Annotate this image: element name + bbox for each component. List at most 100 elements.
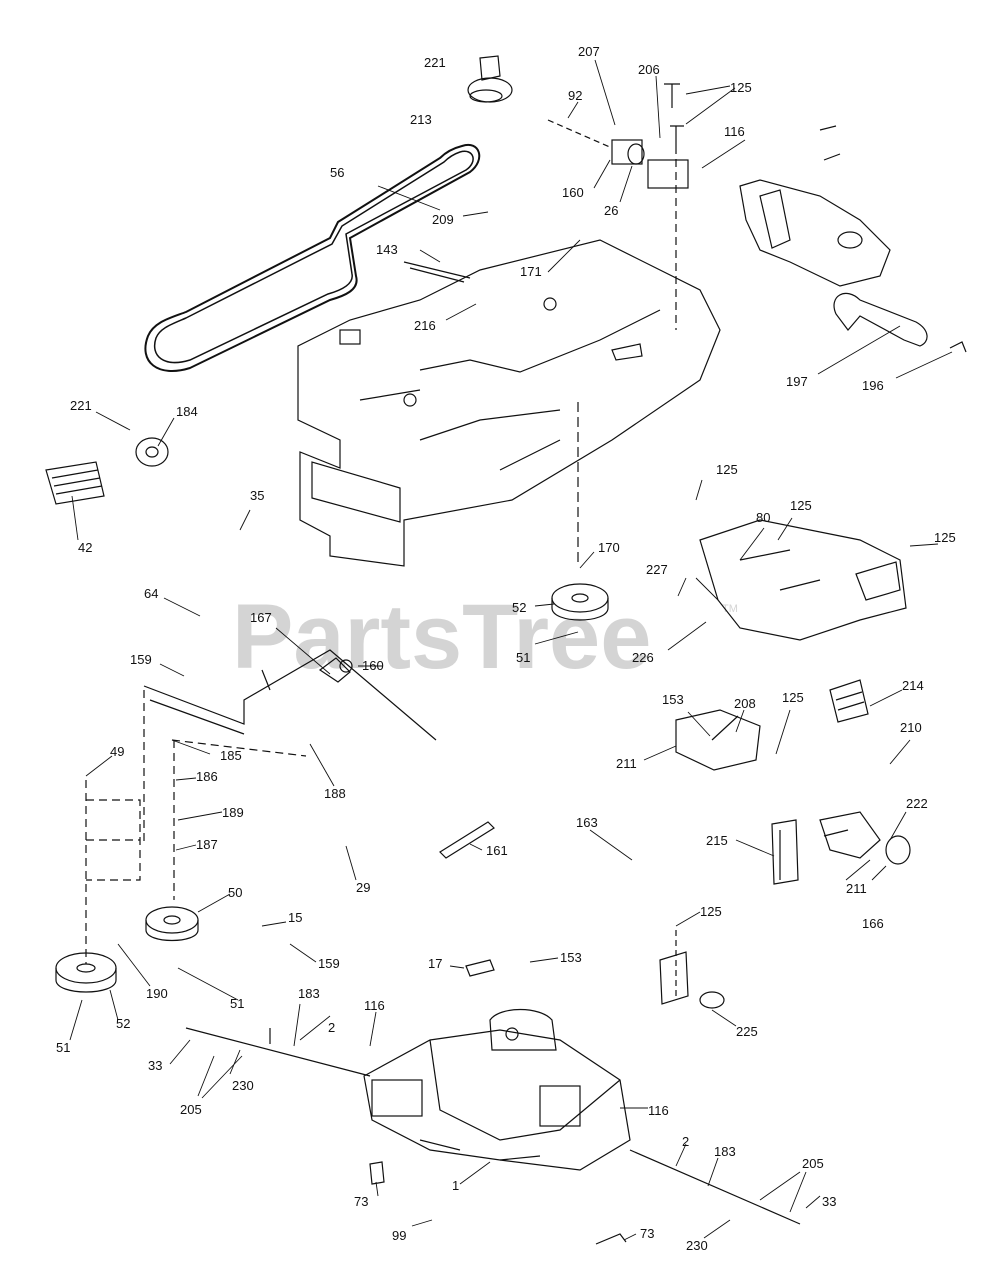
pulley-lower [55, 952, 117, 993]
callout: 167 [250, 610, 272, 625]
callout: 221 [70, 398, 92, 413]
callout: 190 [146, 986, 168, 1001]
callout: 153 [662, 692, 684, 707]
axle-right [629, 1149, 801, 1225]
callout: 116 [648, 1103, 669, 1118]
callout: 185 [220, 748, 242, 763]
callout: 183 [714, 1144, 736, 1159]
callout: 33 [822, 1194, 836, 1209]
watermark-trademark: TM [722, 603, 738, 615]
frame-assembly [297, 239, 721, 567]
callout: 187 [196, 837, 218, 852]
callout: 188 [324, 786, 346, 801]
callout: 196 [862, 378, 884, 393]
callout: 125 [790, 498, 812, 513]
callout: 205 [180, 1102, 202, 1117]
callout: 15 [288, 910, 302, 925]
rod [833, 292, 928, 347]
callout: 163 [576, 815, 598, 830]
callout: 213 [410, 112, 432, 127]
callout: 183 [298, 986, 320, 1001]
idler-assembly [819, 811, 911, 865]
callout: 64 [144, 586, 158, 601]
callout: 51 [56, 1040, 70, 1055]
callout: 230 [232, 1078, 254, 1093]
callout: 50 [228, 885, 242, 900]
callout: 171 [520, 264, 542, 279]
callout: 73 [640, 1226, 654, 1241]
axle-left [185, 1027, 371, 1077]
callout: 35 [250, 488, 264, 503]
pin-161 [439, 821, 495, 859]
callout: 80 [756, 510, 770, 525]
callout: 170 [598, 540, 620, 555]
callout: 206 [638, 62, 660, 77]
callout: 52 [116, 1016, 130, 1031]
callout: 211 [846, 881, 867, 896]
leader-lines [69, 59, 953, 1241]
callout: 222 [906, 796, 928, 811]
callout: 42 [78, 540, 92, 555]
callout: 2 [328, 1020, 335, 1035]
callout: 230 [686, 1238, 708, 1253]
callout: 225 [736, 1024, 758, 1039]
callout: 161 [486, 843, 508, 858]
bolt-73-left [369, 1161, 385, 1185]
callout: 208 [734, 696, 756, 711]
callout: 49 [110, 744, 124, 759]
lever-assembly [143, 649, 437, 741]
callout: 210 [900, 720, 922, 735]
callout: 215 [706, 833, 728, 848]
callout: 26 [604, 203, 618, 218]
linkage-lines [85, 690, 307, 964]
callout: 125 [730, 80, 752, 95]
pulley-50 [145, 906, 199, 941]
shaft-assembly [739, 125, 891, 287]
callout: 116 [724, 124, 745, 139]
callout: 211 [616, 756, 637, 771]
bracket-211 [675, 709, 761, 771]
callout: 33 [148, 1058, 162, 1073]
pin [403, 261, 471, 283]
callout: 227 [646, 562, 668, 577]
callout: 159 [130, 652, 152, 667]
callout: 166 [862, 916, 884, 931]
callout: 226 [632, 650, 654, 665]
callout: 125 [782, 690, 804, 705]
callout: 17 [428, 956, 442, 971]
callout: 125 [700, 904, 722, 919]
callout: 52 [512, 600, 526, 615]
callout: 159 [318, 956, 340, 971]
block-214 [829, 679, 869, 723]
callout: 186 [196, 769, 218, 784]
callout: 205 [802, 1156, 824, 1171]
callout: 1 [452, 1178, 459, 1193]
callout: 143 [376, 242, 398, 257]
callout: 160 [562, 185, 584, 200]
callout: 125 [716, 462, 738, 477]
key-17 [465, 959, 495, 977]
callout: 116 [364, 998, 385, 1013]
callout: 56 [330, 165, 344, 180]
bolt-73-right [595, 1233, 627, 1245]
callout: 92 [568, 88, 582, 103]
clip [949, 341, 967, 353]
callout-labels: 221 213 207 206 125 92 116 56 160 26 209… [56, 44, 956, 1253]
idler-bracket [659, 951, 725, 1009]
pulley-small [135, 437, 169, 467]
callout: 214 [902, 678, 924, 693]
callout: 209 [432, 212, 454, 227]
leader-dash [547, 119, 613, 149]
callout: 29 [356, 880, 370, 895]
watermark: PartsTree [232, 586, 651, 688]
bracket-assembly [699, 519, 907, 641]
drive-belt [144, 143, 481, 373]
pulley-upper [551, 583, 609, 621]
knob [467, 55, 513, 103]
bolt-208 [711, 715, 739, 741]
callout: 184 [176, 404, 198, 419]
callout: 51 [516, 650, 530, 665]
callout: 189 [222, 805, 244, 820]
